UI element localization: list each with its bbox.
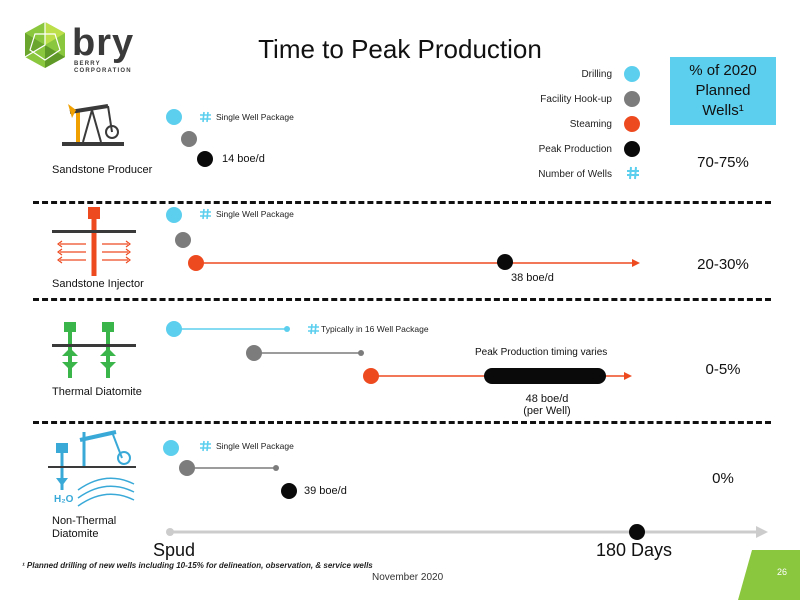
- row-divider: [33, 421, 771, 424]
- legend-dot-peak: [624, 141, 640, 157]
- row2-pct: 20-30%: [697, 256, 749, 273]
- row2-steaming-dot: [188, 255, 204, 271]
- row2-hookup-dot: [175, 232, 191, 248]
- legend-label-peak: Peak Production: [538, 144, 612, 155]
- row4-package-label: Single Well Package: [216, 441, 294, 451]
- corner-accent: [738, 550, 800, 600]
- row3-boe-label: 48 boe/d: [525, 393, 569, 405]
- hash-icon: [627, 166, 639, 180]
- date-label: November 2020: [372, 572, 444, 583]
- legend-label-drilling: Drilling: [581, 69, 612, 80]
- hash-icon: [200, 111, 211, 123]
- row-label-non-thermal-line2: Diatomite: [52, 528, 99, 540]
- row3-pct: 0-5%: [705, 361, 741, 378]
- row2-boe-label: 38 boe/d: [511, 272, 554, 284]
- row4-drilling-dot: [163, 440, 179, 456]
- legend-dot-hookup: [624, 91, 640, 107]
- row1-hookup-dot: [181, 131, 197, 147]
- row3-peak-range: [484, 368, 606, 384]
- row3-hookup-end: [358, 350, 364, 356]
- row-divider: [33, 201, 771, 204]
- row4-hookup-end: [273, 465, 279, 471]
- row2-package-label: Single Well Package: [216, 209, 294, 219]
- berry-logo-icon: [24, 22, 65, 68]
- row3-package-label: Typically in 16 Well Package: [321, 324, 429, 334]
- legend-label-wells: Number of Wells: [538, 169, 612, 180]
- row4-pct: 0%: [712, 470, 734, 487]
- legend-dot-steaming: [624, 116, 640, 132]
- pump-jack-icon: [62, 104, 124, 146]
- timeline-180-marker: [629, 524, 645, 540]
- row3-hookup-dot: [246, 345, 262, 361]
- row1-package-label: Single Well Package: [216, 112, 294, 122]
- hash-icon: [200, 440, 211, 452]
- row-label-thermal-diatomite: Thermal Diatomite: [52, 386, 142, 398]
- row4-peak-dot: [281, 483, 297, 499]
- thermal-diatomite-icon: [52, 322, 136, 378]
- row3-drilling-end: [284, 326, 290, 332]
- legend-label-hookup: Facility Hook-up: [540, 94, 612, 105]
- row3-drilling-dot: [166, 321, 182, 337]
- pct-header-line1: % of 2020: [689, 62, 757, 79]
- hash-icon: [308, 323, 319, 335]
- axis-start-label: Spud: [153, 540, 196, 560]
- legend-dot-drilling: [624, 66, 640, 82]
- row2-arrowhead: [632, 259, 640, 267]
- page-number: 26: [777, 567, 788, 577]
- legend-label-steaming: Steaming: [569, 119, 612, 130]
- logo-wordmark: bry: [72, 22, 135, 64]
- pct-header-line3: Wells¹: [702, 102, 744, 119]
- row4-boe-label: 39 boe/d: [304, 485, 347, 497]
- injector-icon: [52, 207, 136, 276]
- page-title: Time to Peak Production: [258, 34, 542, 64]
- pct-header-line2: Planned: [695, 82, 751, 99]
- timeline-axis-arrow: [756, 526, 768, 538]
- row2-drilling-dot: [166, 207, 182, 223]
- axis-end-label: 180 Days: [596, 540, 673, 560]
- row1-pct: 70-75%: [697, 154, 749, 171]
- row-label-sandstone-producer: Sandstone Producer: [52, 164, 153, 176]
- row-label-sandstone-injector: Sandstone Injector: [52, 278, 144, 290]
- footnote: ¹ Planned drilling of new wells includin…: [22, 561, 373, 570]
- row2-peak-dot: [497, 254, 513, 270]
- hash-icon: [200, 208, 211, 220]
- row3-arrowhead: [624, 372, 632, 380]
- row4-hookup-dot: [179, 460, 195, 476]
- logo-subtitle: BERRY CORPORATION: [74, 61, 132, 74]
- non-thermal-diatomite-icon: [48, 430, 136, 507]
- row3-boe-sub: (per Well): [523, 405, 571, 417]
- row3-steaming-dot: [363, 368, 379, 384]
- pct-header-box: % of 2020 Planned Wells¹: [670, 57, 776, 125]
- row-label-non-thermal-line1: Non-Thermal: [52, 515, 117, 527]
- timeline-axis-start: [166, 528, 174, 536]
- row1-boe-label: 14 boe/d: [222, 153, 265, 165]
- row3-timing-note: Peak Production timing varies: [475, 347, 608, 358]
- row-divider: [33, 298, 771, 301]
- row1-peak-dot: [197, 151, 213, 167]
- row1-drilling-dot: [166, 109, 182, 125]
- h2o-label: H₂O: [54, 494, 74, 505]
